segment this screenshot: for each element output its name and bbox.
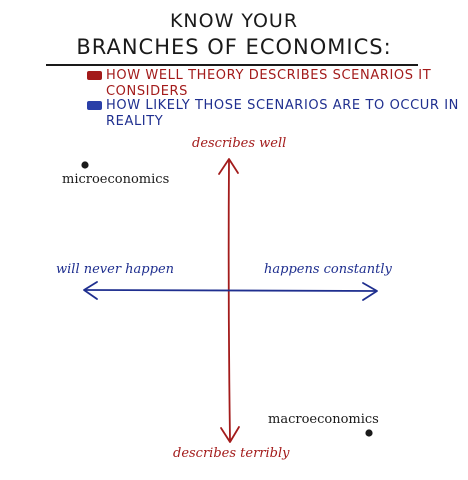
axis-label-happens-constantly: happens constantly <box>264 262 392 277</box>
vertical-axis-top-arrowhead <box>218 158 239 175</box>
title-line-2: BRANCHES OF ECONOMICS: <box>76 35 392 59</box>
vertical-axis <box>227 159 231 441</box>
legend-label-likelihood: HOW LIKELY THOSE SCENARIOS ARE TO OCCUR … <box>106 98 459 129</box>
microeconomics-label: microeconomics <box>62 172 170 187</box>
macroeconomics-label: macroeconomics <box>268 412 379 427</box>
blue-swatch-icon <box>87 101 102 110</box>
legend-label-theory: HOW WELL THEORY DESCRIBES SCENARIOS IT C… <box>106 68 432 99</box>
axis-label-will-never-happen: will never happen <box>56 262 175 277</box>
microeconomics-point <box>81 161 89 169</box>
axis-label-describes-terribly: describes terribly <box>173 446 290 461</box>
horizontal-axis <box>84 289 377 292</box>
title-underline <box>46 64 418 66</box>
vertical-axis-bottom-arrowhead <box>220 426 240 443</box>
title-line-1: KNOW YOUR <box>169 10 299 32</box>
macroeconomics-point <box>365 429 373 437</box>
red-swatch-icon <box>87 71 102 80</box>
horizontal-axis-right-arrowhead <box>362 282 378 301</box>
horizontal-axis-left-arrowhead <box>83 281 98 300</box>
legend-item-likelihood: HOW LIKELY THOSE SCENARIOS ARE TO OCCUR … <box>87 98 468 130</box>
legend-item-theory: HOW WELL THEORY DESCRIBES SCENARIOS IT C… <box>87 68 468 100</box>
axis-label-describes-well: describes well <box>192 136 287 151</box>
